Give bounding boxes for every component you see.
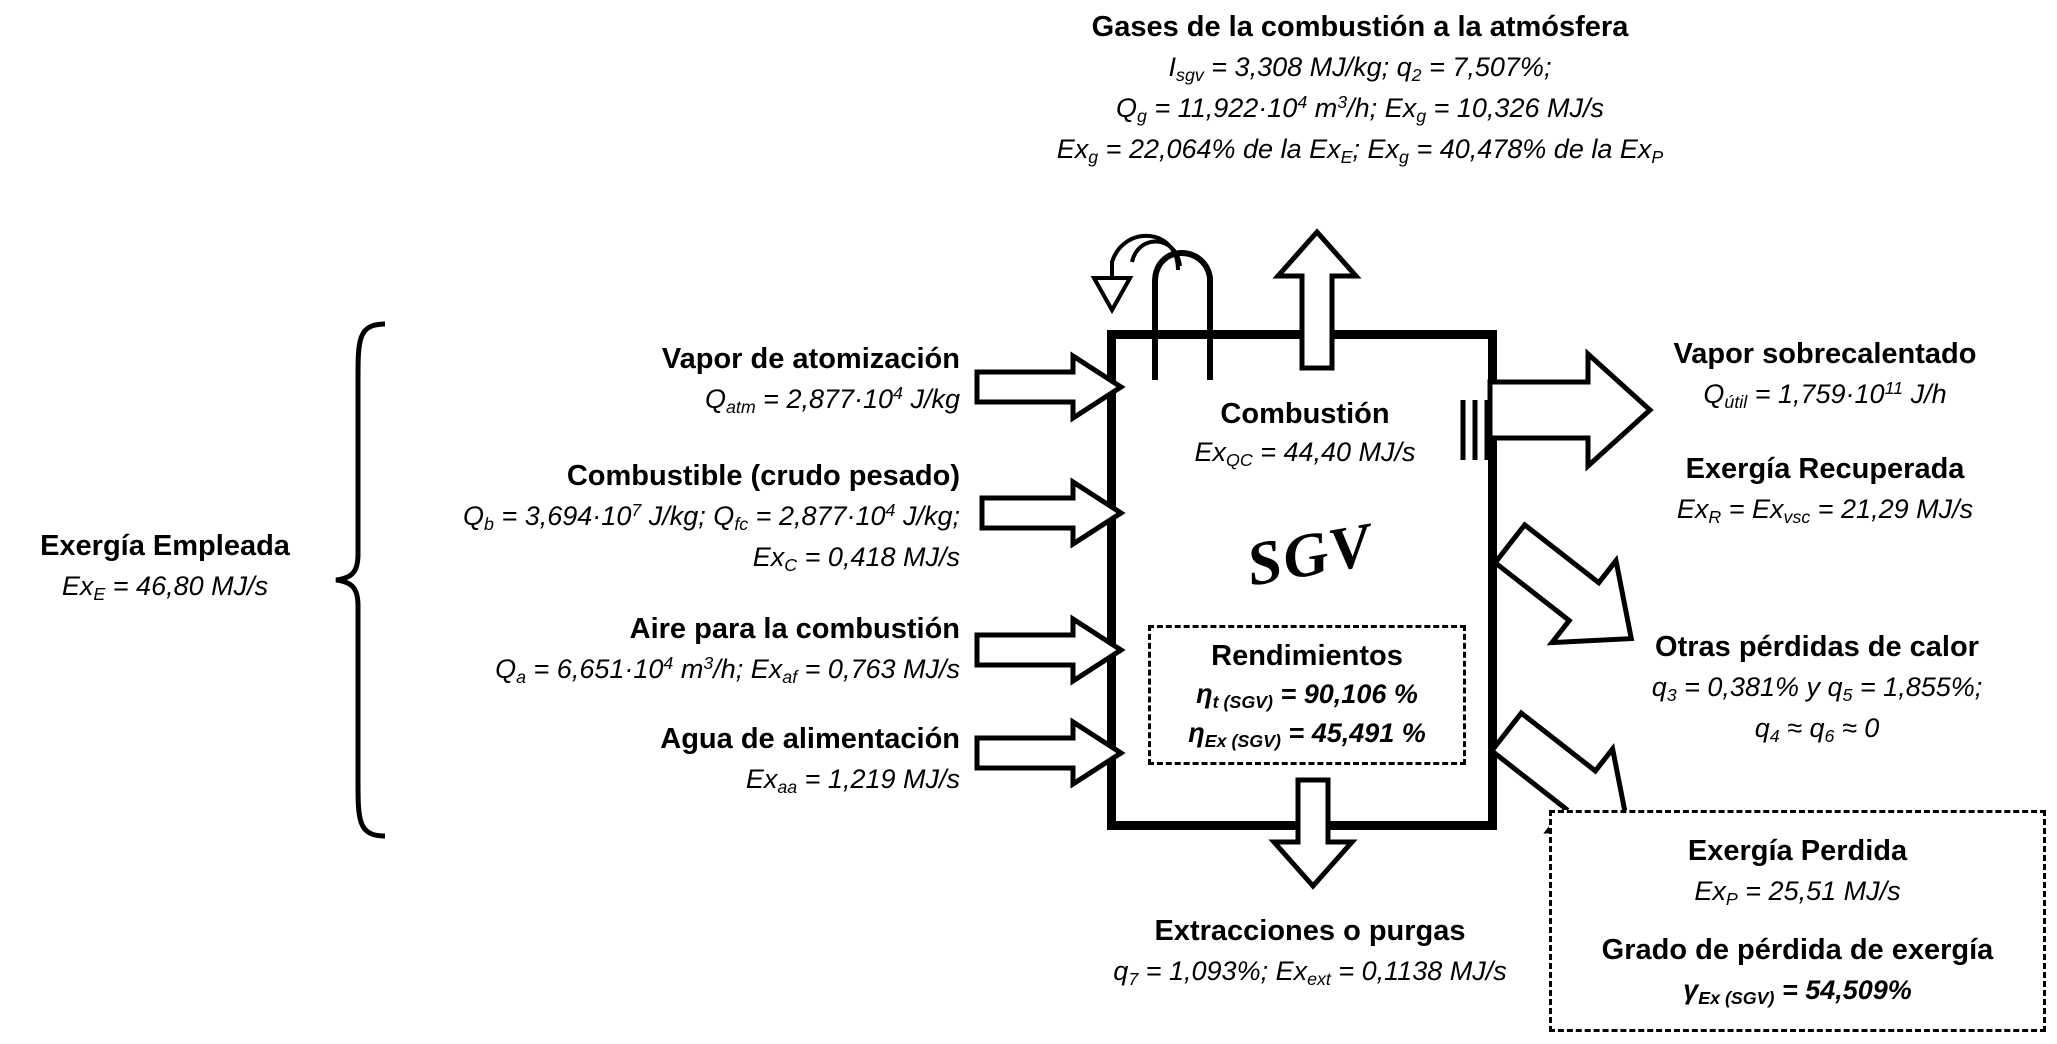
exergy-loss-degree-title: Grado de pérdida de exergía — [1601, 934, 1994, 966]
recovered-exergy-value: ExR = Exvsc = 21,29 MJ/s — [1676, 494, 1974, 528]
feedwater-block: Agua de alimentación Exaa = 1,219 MJ/s — [480, 718, 960, 801]
superheated-steam-title: Vapor sobrecalentado — [1673, 338, 1977, 370]
fuel-line-1: Qb = 3,694·107 J/kg; Qfc = 2,877·104 J/k… — [463, 500, 960, 535]
exergy-loss-degree-value: γEx (SGV) = 54,509% — [1683, 975, 1912, 1009]
blowdown-title: Extracciones o purgas — [1154, 915, 1466, 947]
efficiency-title: Rendimientos — [1211, 639, 1403, 672]
employed-exergy-brace — [330, 320, 390, 840]
recovered-exergy-block: Exergía Recuperada ExR = Exvsc = 21,29 M… — [1600, 448, 2050, 531]
lost-exergy-title: Exergía Perdida — [1687, 835, 1908, 868]
flue-gases-title: Gases de la combustión a la atmósfera — [1091, 11, 1629, 43]
lost-exergy-box: Exergía Perdida ExP = 25,51 MJ/s Grado d… — [1549, 810, 2046, 1032]
fuel-block: Combustible (crudo pesado) Qb = 3,694·10… — [240, 455, 960, 579]
recovered-exergy-title: Exergía Recuperada — [1685, 453, 1965, 485]
feedwater-arrow — [974, 717, 1126, 789]
employed-exergy-block: Exergía Empleada ExE = 46,80 MJ/s — [0, 525, 330, 608]
recirculation-loop-arrow — [1060, 222, 1280, 382]
fuel-title: Combustible (crudo pesado) — [566, 460, 960, 492]
other-heat-losses-block: Otras pérdidas de calor q3 = 0,381% y q5… — [1582, 626, 2052, 750]
steam-tubes-marks — [1455, 400, 1495, 460]
other-heat-losses-arrow — [1491, 516, 1652, 666]
efficiency-box: Rendimientos ηt (SGV) = 90,106 % ηEx (SG… — [1148, 625, 1466, 765]
combustion-air-block: Aire para la combustión Qa = 6,651·104 m… — [280, 608, 960, 691]
other-heat-losses-line-1: q3 = 0,381% y q5 = 1,855%; — [1651, 672, 1983, 706]
combustion-exergy: ExQC = 44,40 MJ/s — [1194, 437, 1416, 471]
atomizing-steam-block: Vapor de atomización Qatm = 2,877·104 J/… — [480, 338, 960, 421]
feedwater-title: Agua de alimentación — [660, 723, 960, 755]
atomizing-steam-title: Vapor de atomización — [661, 343, 960, 375]
thermal-efficiency: ηt (SGV) = 90,106 % — [1196, 679, 1418, 713]
flue-gases-line-2: Qg = 11,922·104 m3/h; Exg = 10,326 MJ/s — [1116, 91, 1604, 126]
combustion-title: Combustión — [1220, 398, 1390, 430]
blowdown-arrow-down — [1268, 777, 1358, 890]
flue-gases-line-3: Exg = 22,064% de la ExE; Exg = 40,478% d… — [1056, 133, 1664, 167]
blowdown-block: Extracciones o purgas q7 = 1,093%; Exext… — [1010, 910, 1610, 993]
combustion-air-arrow — [974, 614, 1126, 686]
combustion-air-title: Aire para la combustión — [629, 613, 960, 645]
blowdown-value: q7 = 1,093%; Exext = 0,1138 MJ/s — [1113, 956, 1507, 990]
flue-gases-line-1: Isgv = 3,308 MJ/kg; q2 = 7,507%; — [1168, 52, 1552, 86]
employed-exergy-value: ExE = 46,80 MJ/s — [61, 571, 269, 605]
atomizing-steam-value: Qatm = 2,877·104 J/kg — [704, 383, 960, 418]
employed-exergy-title: Exergía Empleada — [40, 530, 290, 562]
combustion-air-value: Qa = 6,651·104 m3/h; Exaf = 0,763 MJ/s — [495, 653, 960, 688]
atomizing-steam-arrow — [974, 351, 1126, 423]
other-heat-losses-line-2: q4 ≈ q6 ≈ 0 — [1754, 712, 1880, 746]
exergy-efficiency: ηEx (SGV) = 45,491 % — [1188, 718, 1426, 752]
other-heat-losses-title: Otras pérdidas de calor — [1655, 631, 1979, 663]
lost-exergy-value: ExP = 25,51 MJ/s — [1694, 876, 1901, 910]
superheated-steam-arrow — [1487, 348, 1654, 472]
combustion-chamber-label: Combustión ExQC = 44,40 MJ/s — [1150, 395, 1460, 472]
flue-gas-arrow-up — [1272, 228, 1362, 371]
fuel-arrow — [979, 477, 1126, 549]
useful-heat-value: Qútil = 1,759·1011 J/h — [1703, 378, 1947, 413]
feedwater-value: Exaa = 1,219 MJ/s — [745, 764, 960, 798]
superheated-steam-block: Vapor sobrecalentado Qútil = 1,759·1011 … — [1600, 333, 2050, 416]
fuel-line-2: ExC = 0,418 MJ/s — [752, 541, 960, 575]
flue-gases-block: Gases de la combustión a la atmósfera Is… — [770, 6, 1950, 170]
